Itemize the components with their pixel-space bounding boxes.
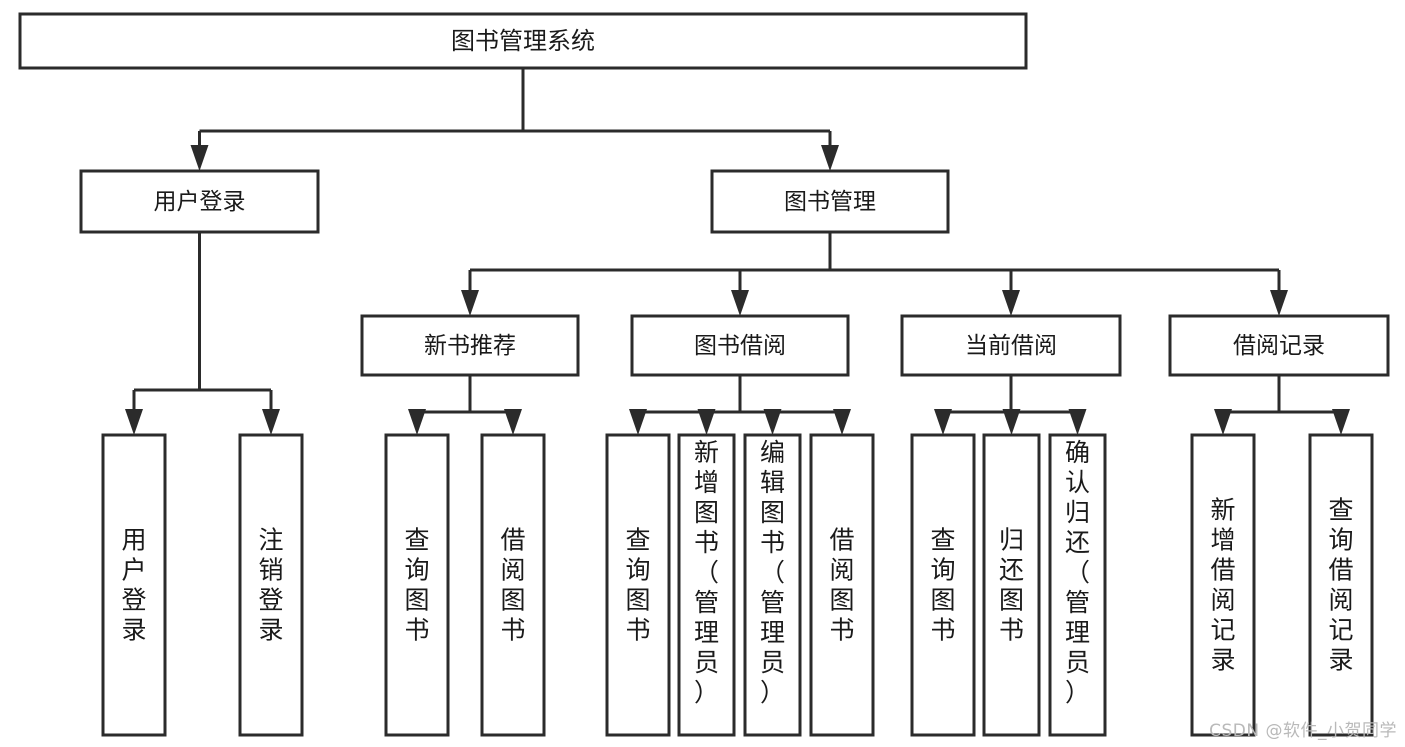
- node-box-leaf-add-book-admin: [677, 433, 736, 737]
- node-leaf-user-login[interactable]: 用户登录: [101, 433, 167, 737]
- arrow-head-icon-leaf-query-book-current: [934, 409, 952, 435]
- node-user-login[interactable]: 用户登录: [79, 169, 320, 234]
- node-leaf-query-book-current[interactable]: 查询图书: [910, 433, 976, 737]
- arrow-head-icon-leaf-add-borrow-record: [1214, 409, 1232, 435]
- arrow-head-icon-leaf-query-book-borrow: [629, 409, 647, 435]
- node-box-current-borrow: [900, 314, 1122, 377]
- node-box-leaf-query-book-current: [910, 433, 976, 737]
- node-leaf-add-book-admin[interactable]: 新增图书（管理员）: [677, 433, 736, 737]
- arrow-head-icon-new-book-recommend: [461, 290, 479, 316]
- arrow-head-icon-leaf-query-borrow-record: [1332, 409, 1350, 435]
- arrow-head-icon-leaf-logout-login: [262, 409, 280, 435]
- node-label-leaf-query-book-current: 查询图书: [930, 525, 955, 644]
- node-book-borrow[interactable]: 图书借阅: [630, 314, 850, 377]
- arrow-head-icon-leaf-return-book: [1002, 409, 1021, 435]
- node-label-leaf-return-book: 归还图书: [999, 525, 1024, 644]
- node-leaf-edit-book-admin[interactable]: 编辑图书（管理员）: [743, 433, 802, 737]
- arrow-head-icon-leaf-query-book-recommend: [408, 409, 426, 435]
- node-box-user-login: [79, 169, 320, 234]
- node-label-leaf-add-book-admin: 新增图书（管理员）: [694, 438, 719, 707]
- arrow-head-icon-book-management: [821, 145, 839, 171]
- node-label-leaf-user-login: 用户登录: [121, 525, 146, 644]
- node-leaf-return-book[interactable]: 归还图书: [982, 433, 1041, 737]
- arrow-head-icon-borrow-record: [1270, 290, 1288, 316]
- node-root[interactable]: 图书管理系统: [18, 12, 1028, 70]
- node-book-management[interactable]: 图书管理: [710, 169, 950, 234]
- node-label-leaf-query-book-recommend: 查询图书: [404, 525, 429, 644]
- node-label-leaf-logout-login: 注销登录: [258, 525, 283, 644]
- node-label-book-borrow: 图书借阅: [694, 333, 786, 359]
- node-box-new-book-recommend: [360, 314, 580, 377]
- node-label-current-borrow: 当前借阅: [965, 333, 1057, 359]
- node-leaf-add-borrow-record[interactable]: 新增借阅记录: [1190, 433, 1256, 737]
- node-box-leaf-query-book-recommend: [384, 433, 450, 737]
- node-box-leaf-logout-login: [238, 433, 304, 737]
- node-label-leaf-borrow-book: 借阅图书: [829, 525, 854, 644]
- arrow-head-icon-leaf-add-book-admin: [697, 409, 716, 435]
- node-box-book-borrow: [630, 314, 850, 377]
- arrow-head-icon-current-borrow: [1002, 290, 1020, 316]
- node-box-borrow-record: [1168, 314, 1390, 377]
- node-layer: 图书管理系统用户登录图书管理新书推荐图书借阅当前借阅借阅记录用户登录注销登录查询…: [18, 12, 1390, 737]
- node-label-borrow-record: 借阅记录: [1233, 333, 1325, 359]
- node-label-leaf-add-borrow-record: 新增借阅记录: [1210, 495, 1235, 674]
- node-label-book-management: 图书管理: [784, 189, 876, 215]
- node-box-leaf-return-book: [982, 433, 1041, 737]
- node-box-root: [18, 12, 1028, 70]
- node-label-leaf-edit-book-admin: 编辑图书（管理员）: [760, 438, 785, 707]
- node-borrow-record[interactable]: 借阅记录: [1168, 314, 1390, 377]
- arrow-head-icon-leaf-edit-book-admin: [763, 409, 782, 435]
- node-label-leaf-query-book-borrow: 查询图书: [625, 525, 650, 644]
- node-current-borrow[interactable]: 当前借阅: [900, 314, 1122, 377]
- arrow-head-icon-user-login: [190, 145, 209, 171]
- arrow-head-icon-book-borrow: [731, 290, 749, 316]
- node-box-leaf-query-borrow-record: [1308, 433, 1374, 737]
- node-label-leaf-confirm-return-admin: 确认归还（管理员）: [1065, 438, 1090, 707]
- node-label-leaf-borrow-book-recommend: 借阅图书: [500, 525, 525, 644]
- node-box-leaf-user-login: [101, 433, 167, 737]
- node-new-book-recommend[interactable]: 新书推荐: [360, 314, 580, 377]
- node-box-leaf-edit-book-admin: [743, 433, 802, 737]
- node-box-leaf-add-borrow-record: [1190, 433, 1256, 737]
- node-box-leaf-borrow-book-recommend: [480, 433, 546, 737]
- node-leaf-query-borrow-record[interactable]: 查询借阅记录: [1308, 433, 1374, 737]
- node-label-new-book-recommend: 新书推荐: [424, 333, 516, 359]
- node-box-leaf-query-book-borrow: [605, 433, 671, 737]
- node-leaf-borrow-book-recommend[interactable]: 借阅图书: [480, 433, 546, 737]
- node-leaf-query-book-borrow[interactable]: 查询图书: [605, 433, 671, 737]
- arrow-head-icon-leaf-user-login: [125, 409, 143, 435]
- node-leaf-confirm-return-admin[interactable]: 确认归还（管理员）: [1048, 433, 1107, 737]
- node-leaf-borrow-book[interactable]: 借阅图书: [809, 433, 875, 737]
- node-box-book-management: [710, 169, 950, 234]
- arrow-head-icon-leaf-borrow-book: [833, 409, 851, 435]
- node-box-leaf-confirm-return-admin: [1048, 433, 1107, 737]
- node-box-leaf-borrow-book: [809, 433, 875, 737]
- node-label-leaf-query-borrow-record: 查询借阅记录: [1328, 495, 1353, 674]
- node-label-user-login: 用户登录: [154, 189, 246, 215]
- node-label-root: 图书管理系统: [451, 27, 595, 55]
- node-leaf-logout-login[interactable]: 注销登录: [238, 433, 304, 737]
- arrow-head-icon-leaf-borrow-book-recommend: [504, 409, 522, 435]
- connector-layer: [125, 68, 1350, 435]
- node-leaf-query-book-recommend[interactable]: 查询图书: [384, 433, 450, 737]
- arrow-head-icon-leaf-confirm-return-admin: [1068, 409, 1087, 435]
